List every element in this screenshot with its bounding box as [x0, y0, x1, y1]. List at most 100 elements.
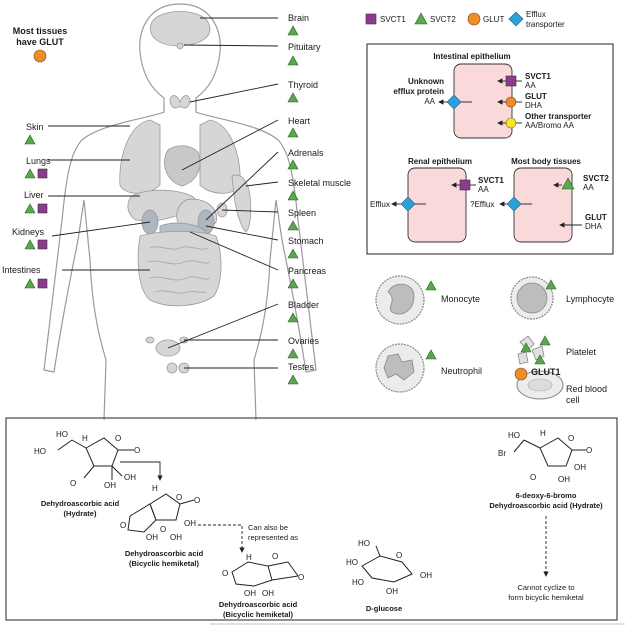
dha-hydrate-label: Dehydroascorbic acid	[41, 499, 120, 508]
organ-labels-right: Brain Pituitary Thyroid Heart Adrenals S…	[287, 13, 351, 385]
svct1-icon	[505, 75, 517, 87]
body-glut-label: GLUT	[585, 213, 607, 222]
dha-hydrate-structure: O O O OH OH HO H HO Dehydroascorbic acid…	[34, 430, 140, 518]
efflux-transporter-icon	[400, 196, 416, 212]
atom-oh: OH	[574, 463, 586, 472]
glut-icon	[505, 96, 517, 108]
human-body-figure	[43, 3, 317, 421]
atom-ho: HO	[34, 447, 46, 456]
svct2-icon	[425, 349, 437, 360]
svct2-icon	[545, 279, 557, 290]
organ-label-liver: Liver	[24, 190, 44, 200]
organ-label-thyroid: Thyroid	[288, 80, 318, 90]
lymphocyte-label: Lymphocyte	[566, 294, 614, 304]
atom-o: O	[530, 473, 536, 482]
svct2-icon	[561, 177, 575, 190]
efflux-transporter-icon	[508, 11, 524, 27]
svct1-icon	[459, 179, 471, 191]
atom-br: Br	[498, 449, 506, 458]
organ-label-spleen: Spleen	[288, 208, 316, 218]
svct2-icon	[24, 203, 36, 214]
svct2-icon	[24, 278, 36, 289]
body-tissue-cell	[513, 167, 573, 243]
d-glucose-label: D-glucose	[366, 604, 402, 613]
organ-label-testes: Testes	[288, 362, 315, 372]
atom-o: O	[568, 434, 574, 443]
neutrophil-label: Neutrophil	[441, 366, 482, 376]
lymphocyte-nucleus	[516, 282, 548, 314]
dha-bicyclic-alt-label: Dehydroascorbic acid	[219, 600, 298, 609]
organ-label-kidneys: Kidneys	[12, 227, 45, 237]
svct2-icon	[24, 239, 36, 250]
atom-oh: OH	[124, 473, 136, 482]
atom-oh: OH	[184, 519, 196, 528]
dha-bicyclic-label: Dehydroascorbic acid	[125, 549, 204, 558]
other-transporter-label: Other transporter	[525, 112, 591, 121]
body-efflux-label: ?Efflux	[470, 200, 494, 209]
organ-label-lungs: Lungs	[26, 156, 51, 166]
unknown-efflux-label-line2: efflux protein	[393, 87, 444, 96]
atom-o: O	[70, 479, 76, 488]
atom-o: O	[222, 569, 228, 578]
organ-label-pituitary: Pituitary	[288, 42, 321, 52]
atom-oh: OH	[420, 571, 432, 580]
other-transporter-icon	[505, 117, 517, 129]
glut-icon	[33, 49, 47, 63]
bromo-dha-structure: O O HO H Br O OH OH 6-deoxy-6-bromo Dehy…	[489, 429, 603, 510]
svct1-icon	[37, 168, 48, 179]
organ-label-stomach: Stomach	[288, 236, 324, 246]
dha-bicyclic-alt-structure: O H O O OH OH Dehydroascorbic acid (Bicy…	[219, 552, 304, 619]
atom-oh: OH	[146, 533, 158, 542]
organ-label-brain: Brain	[288, 13, 309, 23]
alt-note-line2: represented as	[248, 533, 298, 542]
ovaries-organ	[145, 336, 155, 344]
atom-ho: HO	[358, 539, 370, 548]
neutrophil-nucleus	[383, 353, 415, 381]
svct2-icon	[24, 168, 36, 179]
atom-o: O	[134, 446, 140, 455]
svct2-icon	[414, 12, 428, 25]
most-tissues-note: Most tissues	[13, 26, 68, 36]
intestines-organ	[137, 231, 222, 307]
atom-ho: HO	[352, 578, 364, 587]
renal-efflux-label: Efflux	[370, 200, 390, 209]
intestinal-svct1-label: SVCT1	[525, 72, 551, 81]
svct2-icon	[287, 25, 299, 36]
thyroid-organ	[169, 95, 191, 109]
atom-oh: OH	[558, 475, 570, 484]
dha-hydrate-label-line2: (Hydrate)	[64, 509, 97, 518]
svct2-icon	[539, 335, 551, 346]
lungs-organ	[119, 119, 161, 194]
organ-label-adrenals: Adrenals	[288, 148, 324, 158]
platelet-cell	[517, 351, 529, 365]
renal-cell	[407, 167, 467, 243]
atom-o: O	[272, 552, 278, 561]
epithelia-panel: Intestinal epithelium Unknown efflux pro…	[366, 43, 614, 255]
svct2-icon	[287, 190, 299, 201]
testes-organ	[166, 362, 178, 374]
cannot-cyclize-note-line2: form bicyclic hemiketal	[508, 593, 584, 602]
renal-svct1-label: SVCT1	[478, 176, 504, 185]
body-svct2-sub: AA	[583, 183, 594, 192]
atom-ho: HO	[56, 430, 68, 439]
legend-svct2: SVCT2	[430, 15, 456, 24]
chemistry-panel: O O O OH OH HO H HO Dehydroascorbic acid…	[5, 417, 625, 625]
organ-label-intestines: Intestines	[2, 265, 41, 275]
alt-note: Can also be	[248, 523, 288, 532]
leader-lines	[48, 17, 279, 369]
efflux-transporter-icon	[446, 94, 462, 110]
body-svct2-label: SVCT2	[583, 174, 609, 183]
legend-efflux-line2: transporter	[526, 20, 565, 29]
atom-oh: OH	[170, 533, 182, 542]
rbc-label-line2: cell	[566, 395, 580, 405]
platelet-cell	[531, 345, 545, 361]
legend-glut: GLUT	[483, 15, 504, 24]
legend: SVCT1 SVCT2 GLUT Efflux transporter	[365, 10, 565, 29]
atom-o: O	[298, 573, 304, 582]
unknown-efflux-label: Unknown	[408, 77, 444, 86]
organ-label-heart: Heart	[288, 116, 311, 126]
svct2-icon	[287, 248, 299, 259]
bromo-dha-label: 6-deoxy-6-bromo	[516, 491, 577, 500]
glut1-icon	[514, 367, 528, 381]
svct1-icon	[37, 278, 48, 289]
